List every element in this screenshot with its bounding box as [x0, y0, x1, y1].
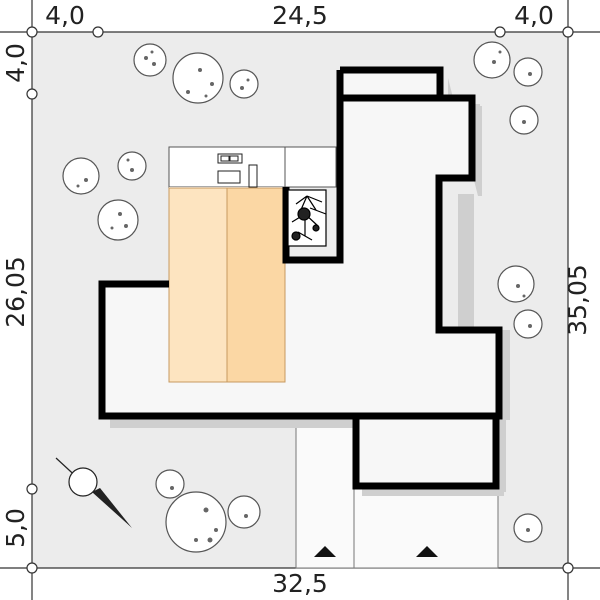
chair-icon — [248, 164, 258, 188]
terrace-panel-right — [226, 187, 286, 383]
tree-icon — [513, 309, 543, 339]
north-arrow-icon — [55, 457, 132, 528]
table-icon — [217, 170, 241, 184]
tree-icon — [227, 495, 261, 529]
entrance-arrow-icon — [314, 546, 336, 557]
tree-icon — [172, 52, 224, 104]
dim-left-middle: 26,05 — [1, 256, 30, 328]
dim-top-left: 4,0 — [45, 1, 85, 30]
dim-left-bottom: 5,0 — [1, 508, 30, 548]
tree-texture — [76, 50, 532, 543]
terrace-panel-left — [168, 187, 228, 383]
tree-icon — [473, 41, 511, 79]
tree-icon — [165, 491, 227, 553]
dim-right: 35,05 — [563, 264, 592, 336]
tree-icon — [497, 265, 535, 303]
tree-icon — [513, 57, 543, 87]
building-walls — [98, 66, 503, 420]
potted-plant-icon — [287, 189, 327, 247]
tree-icon — [62, 157, 100, 195]
garage — [352, 412, 500, 490]
entrance-arrow-icon — [416, 546, 438, 557]
tree-icon — [117, 151, 147, 181]
tree-icon — [133, 43, 167, 77]
tree-icon — [155, 469, 185, 499]
trees — [62, 41, 543, 553]
dim-top-right: 4,0 — [514, 1, 554, 30]
dim-bottom: 32,5 — [272, 569, 328, 598]
dim-left-top: 4,0 — [1, 43, 30, 83]
tree-icon — [97, 199, 139, 241]
dim-top-middle: 24,5 — [272, 1, 328, 30]
tree-icon — [229, 69, 259, 99]
sofa-icon — [217, 153, 243, 164]
